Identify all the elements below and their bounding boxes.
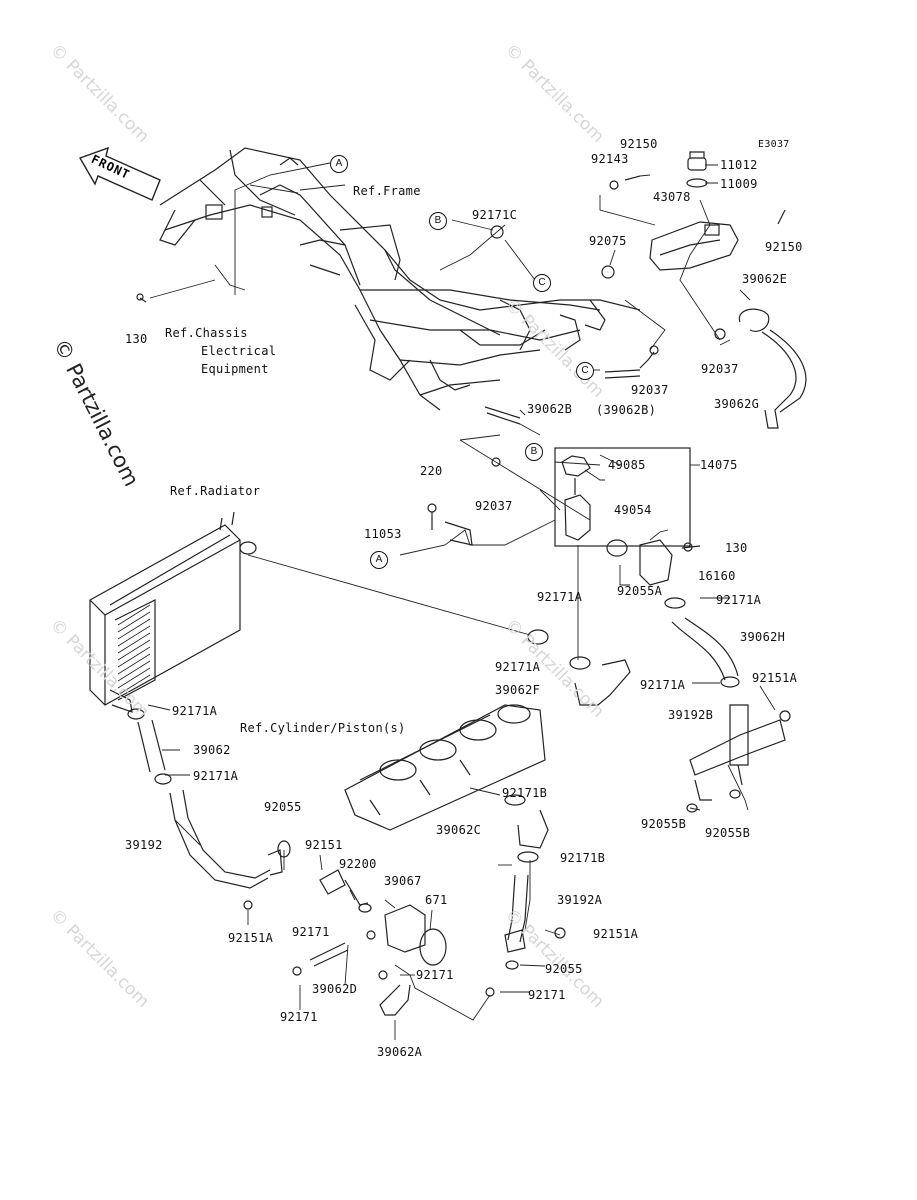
part-39062a: 39062A: [377, 1045, 423, 1059]
part-49054: 49054: [614, 503, 652, 517]
cylinder-block: [344, 704, 546, 831]
part-92171a-2: 92171A: [716, 593, 762, 607]
part-92055-b: 92055: [545, 962, 583, 976]
part-92171-2: 92171: [416, 968, 454, 982]
part-92171b-2: 92171B: [560, 851, 606, 865]
part-92037-c: 92037: [475, 499, 513, 513]
part-92055b-2: 92055B: [705, 826, 751, 840]
part-11053: 11053: [364, 527, 402, 541]
part-92037-b: 92037: [631, 383, 669, 397]
radiator-drawing: [89, 511, 257, 713]
part-11012: 11012: [720, 158, 758, 172]
part-92171-4: 92171: [280, 1010, 318, 1024]
part-39192a: 39192A: [557, 893, 603, 907]
part-39062b: 39062B: [527, 402, 573, 416]
hose-39062h: [664, 597, 740, 688]
hose-39062b: [484, 345, 659, 467]
part-39062f: 39062F: [495, 683, 541, 697]
part-92143: 92143: [591, 152, 629, 166]
pipe-39192: [169, 789, 291, 910]
ref-cylinder: Ref.Cylinder/Piston(s): [240, 721, 406, 735]
part-92200: 92200: [339, 857, 377, 871]
frame-drawing: [159, 147, 641, 411]
part-671: 671: [425, 893, 448, 907]
part-11009: 11009: [720, 177, 758, 191]
cap-11012: [686, 151, 708, 188]
part-39062b-paren: (39062B): [596, 403, 657, 417]
ref-chassis-1: Ref.Chassis: [165, 326, 248, 340]
part-92055a: 92055A: [617, 584, 663, 598]
part-39062: 39062: [193, 743, 231, 757]
bolts: [136, 175, 786, 303]
ref-frame: Ref.Frame: [353, 184, 421, 198]
part-92171a-3: 92171A: [495, 660, 541, 674]
callout-a-mid: A: [370, 551, 388, 569]
part-130-mid: 130: [725, 541, 748, 555]
part-92171a-6: 92171A: [193, 769, 239, 783]
callout-c-top: C: [533, 274, 551, 292]
part-39062h: 39062H: [740, 630, 786, 644]
reservoir-tank: [649, 221, 739, 271]
callout-a-top: A: [330, 155, 348, 173]
part-39192b: 39192B: [668, 708, 714, 722]
thermostat-housing: [427, 447, 701, 586]
part-92075: 92075: [589, 234, 627, 248]
diagram-code: E3037: [758, 139, 790, 150]
part-92171-3: 92171: [528, 988, 566, 1002]
callout-b-top: B: [429, 212, 447, 230]
water-pump: [292, 869, 447, 1016]
part-92171b-1: 92171B: [502, 786, 548, 800]
part-39062d: 39062D: [312, 982, 358, 996]
hose-39062: [127, 708, 172, 785]
leader-lines: [147, 162, 776, 1040]
part-39192: 39192: [125, 838, 163, 852]
part-92151: 92151: [305, 838, 343, 852]
ref-chassis-2: Electrical: [201, 344, 277, 358]
part-130-top: 130: [125, 332, 148, 346]
part-92171a-1: 92171A: [537, 590, 583, 604]
part-39062e: 39062E: [742, 272, 788, 286]
part-92171c: 92171C: [472, 208, 518, 222]
part-16160: 16160: [698, 569, 736, 583]
part-220: 220: [420, 464, 443, 478]
callout-b-mid: B: [525, 443, 543, 461]
part-39062g: 39062G: [714, 397, 760, 411]
part-92037-a: 92037: [701, 362, 739, 376]
ref-chassis-3: Equipment: [201, 362, 269, 376]
front-arrow: [78, 146, 161, 201]
part-43078: 43078: [653, 190, 691, 204]
part-92150-right: 92150: [765, 240, 803, 254]
ref-radiator: Ref.Radiator: [170, 484, 261, 498]
part-92171-1: 92171: [292, 925, 330, 939]
hose-39062f: [527, 629, 631, 706]
part-39062c: 39062C: [436, 823, 482, 837]
part-92171a-5: 92171A: [172, 704, 218, 718]
part-92151a-1: 92151A: [752, 671, 798, 685]
callout-c-mid: C: [576, 362, 594, 380]
part-49085: 49085: [608, 458, 646, 472]
part-39067: 39067: [384, 874, 422, 888]
part-92055b-1: 92055B: [641, 817, 687, 831]
hose-39062c: [504, 794, 549, 863]
part-14075: 14075: [700, 458, 738, 472]
part-92171a-4: 92171A: [640, 678, 686, 692]
part-92151a-3: 92151A: [593, 927, 639, 941]
part-92150-top: 92150: [620, 137, 658, 151]
part-92055: 92055: [264, 800, 302, 814]
part-92151a-2: 92151A: [228, 931, 274, 945]
hose-39062e: [714, 308, 807, 429]
pipe-39192b: [686, 704, 791, 813]
